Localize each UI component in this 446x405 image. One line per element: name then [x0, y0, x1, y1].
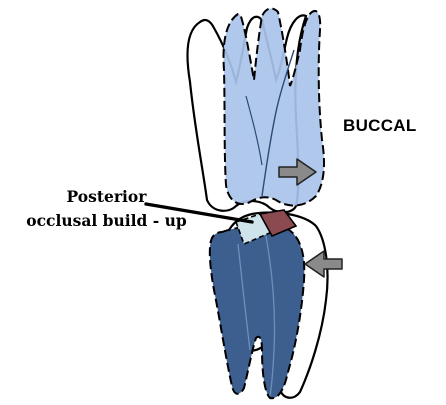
posterior-label-line-1: Posterior — [4, 185, 209, 209]
posterior-label-line-2: occlusal build - up — [4, 209, 209, 233]
buccal-label: BUCCAL — [343, 116, 417, 136]
arrow-left-icon — [305, 251, 342, 277]
posterior-occlusal-build-up-label: Posterior occlusal build - up — [4, 185, 209, 233]
lower-tooth-moved — [210, 226, 304, 398]
